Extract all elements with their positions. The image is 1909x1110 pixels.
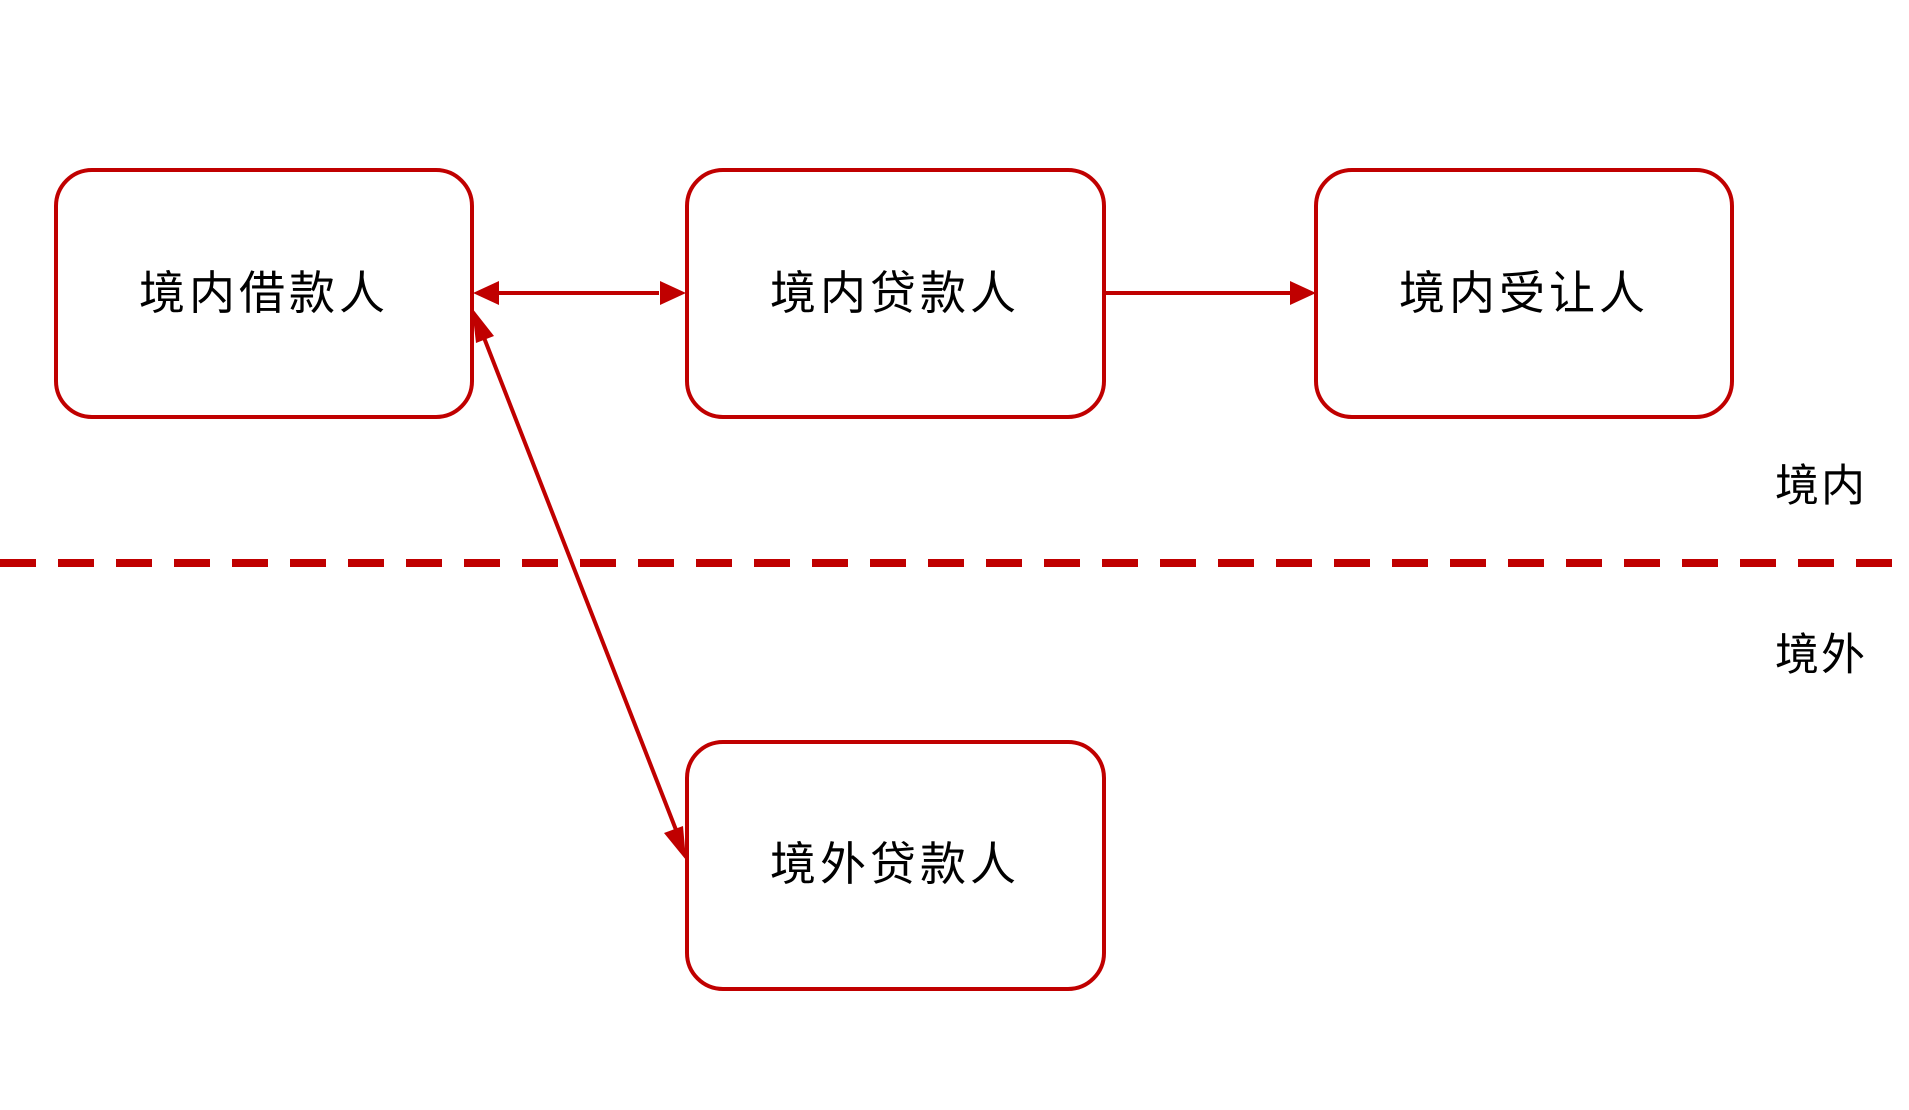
node-domestic-transferee: 境内受让人: [1314, 168, 1734, 419]
node-label-domestic-borrower: 境内借款人: [139, 266, 389, 320]
node-label-domestic-transferee: 境内受让人: [1399, 266, 1649, 320]
node-domestic-lender: 境内贷款人: [685, 168, 1106, 419]
zone-label-domestic: 境内: [1775, 461, 1867, 512]
node-label-foreign-lender: 境外贷款人: [770, 837, 1020, 891]
arrowhead-up: [472, 308, 494, 343]
edges: [472, 281, 1316, 860]
arrowhead-down: [664, 826, 686, 860]
node-foreign-lender: 境外贷款人: [685, 740, 1106, 991]
arrowhead-left: [473, 281, 499, 305]
arrowhead-right: [660, 281, 686, 305]
node-domestic-borrower: 境内借款人: [54, 168, 474, 419]
edge-borrower-foreign-lender: [479, 329, 680, 836]
node-label-domestic-lender: 境内贷款人: [770, 266, 1020, 320]
zone-label-foreign: 境外: [1775, 630, 1867, 681]
arrowhead-transferee: [1290, 281, 1316, 305]
